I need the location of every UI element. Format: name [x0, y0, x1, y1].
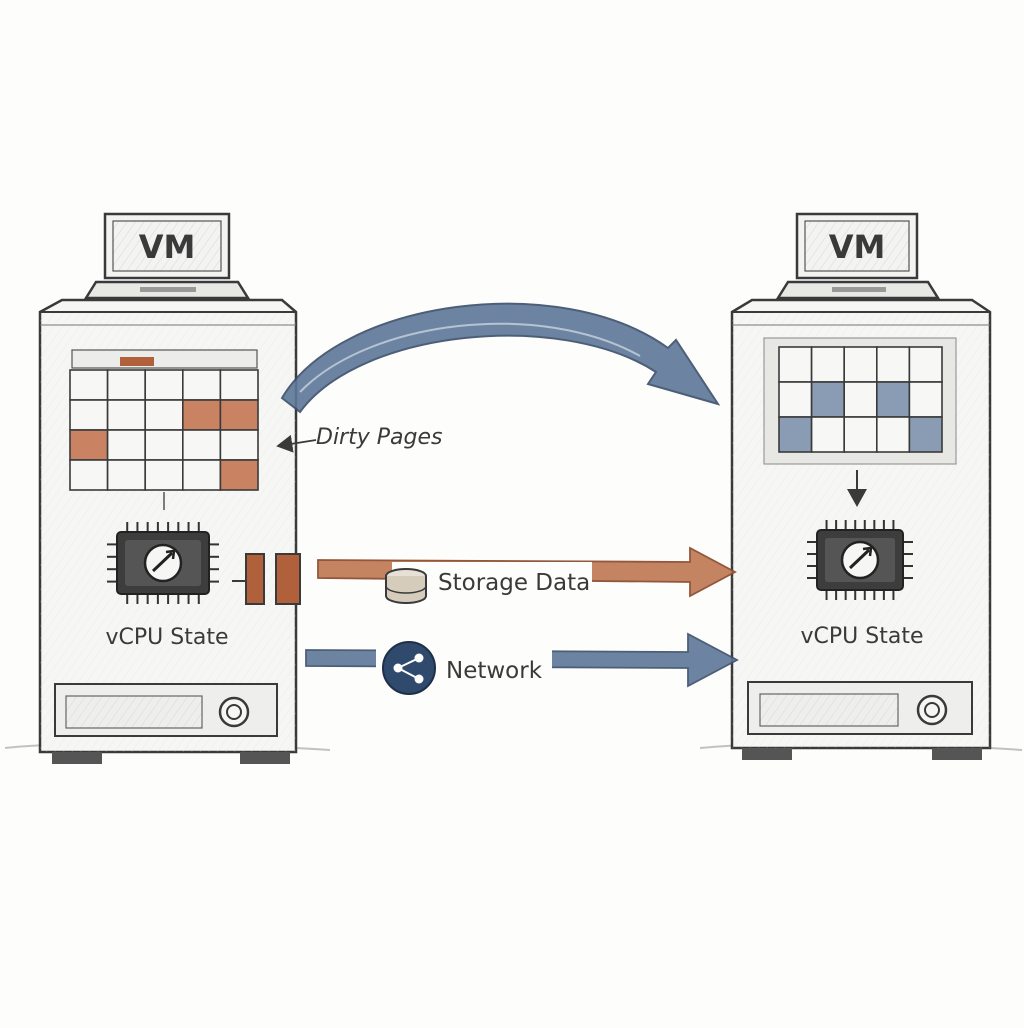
destination-server: VM vCPU State — [730, 212, 992, 760]
memory-page — [182, 429, 222, 461]
memory-page — [778, 381, 813, 418]
power-button-icon — [916, 694, 948, 726]
memory-page — [144, 369, 184, 401]
memory-page — [144, 459, 184, 491]
source-cpu-label: vCPU State — [106, 625, 229, 650]
memory-page — [106, 369, 146, 401]
memory-page — [875, 416, 911, 453]
memory-page — [875, 346, 911, 383]
source-server: VM vCPU State — [38, 212, 298, 764]
destination-monitor-label: VM — [829, 228, 886, 266]
network-arrow: Network — [305, 632, 739, 695]
source-monitor-label: VM — [139, 228, 196, 266]
memory-page-marked — [908, 416, 943, 453]
power-button-icon — [218, 696, 250, 728]
memory-page — [843, 381, 878, 418]
clock-icon — [143, 543, 183, 583]
destination-memory-grid — [778, 346, 943, 453]
memory-page — [106, 429, 146, 461]
destination-cpu-label: vCPU State — [801, 624, 924, 649]
clock-icon — [840, 540, 880, 580]
share-network-icon — [382, 641, 436, 695]
storage-blocks — [232, 553, 301, 605]
storage-data-label: Storage Data — [438, 570, 590, 596]
memory-page — [69, 369, 109, 401]
memory-page — [106, 399, 146, 431]
memory-page — [144, 429, 184, 461]
storage-data-arrow: Storage Data — [317, 546, 737, 604]
memory-page-marked — [219, 399, 259, 431]
memory-page — [106, 459, 146, 491]
dirty-pages-annotation: Dirty Pages — [276, 425, 442, 453]
memory-page — [144, 399, 184, 431]
memory-transfer-arc — [280, 302, 721, 414]
memory-page — [182, 369, 222, 401]
memory-page-marked — [810, 381, 845, 418]
dirty-pages-label: Dirty Pages — [316, 425, 442, 450]
memory-page — [778, 346, 813, 383]
memory-page — [182, 459, 222, 491]
memory-page — [810, 416, 845, 453]
network-label: Network — [446, 658, 543, 684]
disk-icon — [385, 568, 427, 604]
memory-page — [908, 381, 943, 418]
destination-cpu-chip — [807, 520, 913, 600]
memory-page-marked — [69, 429, 109, 461]
memory-page — [219, 429, 259, 461]
memory-page — [219, 369, 259, 401]
source-cpu-chip — [107, 522, 219, 604]
memory-page-marked — [875, 381, 911, 418]
memory-page — [810, 346, 845, 383]
memory-page — [843, 346, 878, 383]
memory-page-marked — [778, 416, 813, 453]
source-memory-grid — [69, 369, 259, 491]
memory-page-marked — [219, 459, 259, 491]
memory-page-marked — [182, 399, 222, 431]
memory-page — [69, 459, 109, 491]
memory-page — [843, 416, 878, 453]
memory-page — [908, 346, 943, 383]
memory-page — [69, 399, 109, 431]
